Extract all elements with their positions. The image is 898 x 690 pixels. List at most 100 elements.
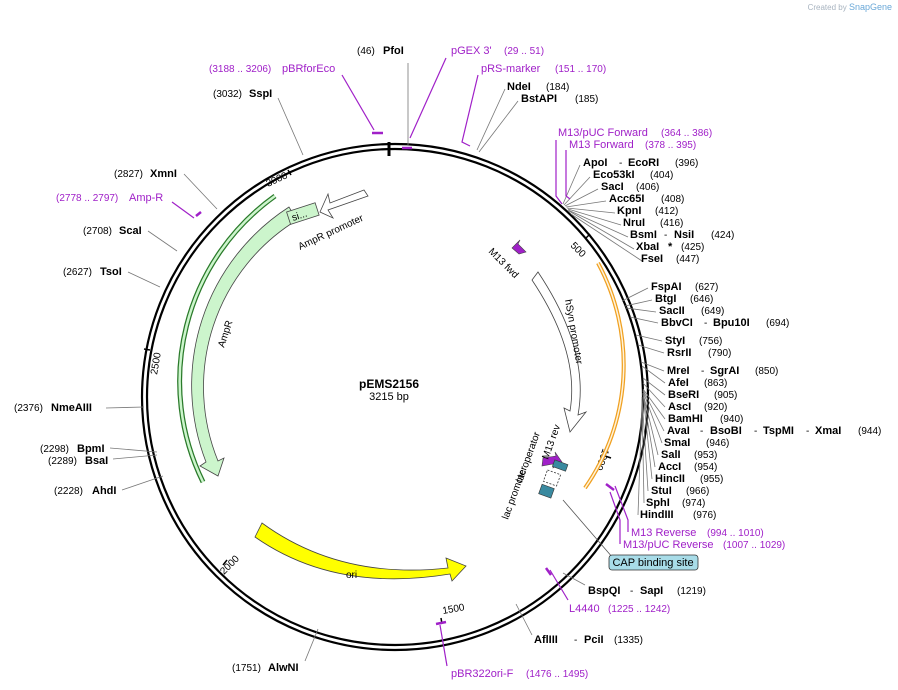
enzyme-mrei[interactable]: MreI bbox=[667, 365, 690, 377]
primer-marks bbox=[171, 57, 629, 667]
enzyme-bseri[interactable]: BseRI bbox=[668, 389, 699, 401]
enzyme-nrui-pos: (416) bbox=[660, 218, 683, 229]
enzyme-bspqi-pos: (1219) bbox=[677, 586, 706, 597]
tick-mark-1000 bbox=[604, 455, 612, 459]
enzyme-btgi[interactable]: BtgI bbox=[655, 293, 676, 305]
enzyme-asci[interactable]: AscI bbox=[668, 401, 691, 413]
enzyme-pfoi[interactable]: PfoI bbox=[383, 45, 404, 57]
enzyme-alwni[interactable]: AlwNI bbox=[268, 662, 299, 674]
tick-label-1500: 1500 bbox=[442, 602, 466, 617]
primer-l4440[interactable]: L4440 bbox=[569, 603, 600, 615]
enzyme-kpni[interactable]: KpnI bbox=[617, 205, 641, 217]
signal-sequence-box[interactable] bbox=[286, 202, 320, 225]
enzyme-sspi[interactable]: SspI bbox=[249, 88, 272, 100]
enzyme-avai-pos: (944) bbox=[858, 426, 881, 437]
primer-pbr322ori-pos: (1476 .. 1495) bbox=[526, 669, 588, 680]
enzyme-saci[interactable]: SacI bbox=[601, 181, 624, 193]
lac-promoter-dashed-box[interactable] bbox=[542, 469, 562, 487]
enzyme-bsobi[interactable]: BsoBI bbox=[710, 425, 742, 437]
primer-m13puc-rev[interactable]: M13/pUC Reverse bbox=[623, 539, 713, 551]
enzyme-bspqi[interactable]: BspQI bbox=[588, 585, 620, 597]
enzyme-hincii[interactable]: HincII bbox=[655, 473, 685, 485]
enzyme-scai[interactable]: ScaI bbox=[119, 225, 142, 237]
enzyme-bsmi[interactable]: BsmI bbox=[630, 229, 657, 241]
leader-bstapi bbox=[478, 100, 519, 153]
enzyme-bsai-pos: (2289) bbox=[48, 456, 77, 467]
enzyme-smai[interactable]: SmaI bbox=[664, 437, 690, 449]
leader-tsoi bbox=[127, 271, 161, 288]
hsyn-promoter-arrow[interactable] bbox=[531, 271, 588, 433]
enzyme-bpu10i[interactable]: Bpu10I bbox=[713, 317, 750, 329]
leader-hindiii bbox=[637, 399, 643, 516]
enzyme-afliii[interactable]: AflIII bbox=[534, 634, 558, 646]
enzyme-bpmi[interactable]: BpmI bbox=[77, 443, 105, 455]
enzyme-bamhi-pos: (940) bbox=[720, 414, 743, 425]
enzyme-pcii[interactable]: PciI bbox=[584, 634, 604, 646]
enzyme-afei[interactable]: AfeI bbox=[668, 377, 689, 389]
enzyme-bstapi[interactable]: BstAPI bbox=[521, 93, 557, 105]
enzyme-alwni-pos: (1751) bbox=[232, 663, 261, 674]
enzyme-nrui[interactable]: NruI bbox=[623, 217, 645, 229]
enzyme-hindiii[interactable]: HindIII bbox=[640, 509, 674, 521]
enzyme-xbai[interactable]: XbaI bbox=[636, 241, 659, 253]
enzyme-bbvci[interactable]: BbvCI bbox=[661, 317, 693, 329]
primer-m13-fwd-leader bbox=[565, 150, 571, 200]
primer-m13puc-fwd[interactable]: M13/pUC Forward bbox=[558, 127, 648, 139]
primer-pbrforeco[interactable]: pBRforEco bbox=[282, 63, 335, 75]
enzyme-ecori[interactable]: EcoRI bbox=[628, 157, 659, 169]
primer-amp-r[interactable]: Amp-R bbox=[129, 192, 163, 204]
primer-prsmarker-leader bbox=[461, 74, 479, 147]
enzyme-nsii[interactable]: NsiI bbox=[674, 229, 694, 241]
ampr-arrow[interactable] bbox=[191, 206, 298, 477]
enzyme-mrei-sep: - bbox=[701, 366, 704, 377]
enzyme-fsei[interactable]: FseI bbox=[641, 253, 663, 265]
enzyme-sgrai[interactable]: SgrAI bbox=[710, 365, 739, 377]
ampr-label: AmpR bbox=[216, 319, 235, 349]
cap-site-box[interactable] bbox=[538, 483, 555, 499]
primer-m13-rev[interactable]: M13 Reverse bbox=[631, 527, 696, 539]
leader-bpmi bbox=[109, 447, 158, 453]
lac-operator-box[interactable] bbox=[552, 459, 569, 472]
enzyme-acc65i[interactable]: Acc65I bbox=[609, 193, 644, 205]
m13-fwd-label: M13 fwd bbox=[486, 246, 521, 281]
enzyme-sphi[interactable]: SphI bbox=[646, 497, 670, 509]
primer-pbr322ori[interactable]: pBR322ori-F bbox=[451, 668, 514, 680]
enzyme-avai[interactable]: AvaI bbox=[667, 425, 690, 437]
enzyme-tspmi[interactable]: TspMI bbox=[763, 425, 794, 437]
primer-l4440-pos: (1225 .. 1242) bbox=[608, 604, 670, 615]
cap-binding-site-badge[interactable] bbox=[608, 554, 699, 571]
leader-mcs2 bbox=[563, 176, 591, 206]
enzyme-ahdi[interactable]: AhdI bbox=[92, 485, 116, 497]
enzyme-fspai[interactable]: FspAI bbox=[651, 281, 682, 293]
enzyme-xmai[interactable]: XmaI bbox=[815, 425, 841, 437]
enzyme-tsoi[interactable]: TsoI bbox=[100, 266, 122, 278]
primer-prsmarker[interactable]: pRS-marker bbox=[481, 63, 541, 75]
enzyme-acci[interactable]: AccI bbox=[658, 461, 681, 473]
m13-fwd-arrow[interactable] bbox=[511, 239, 527, 255]
enzyme-sali[interactable]: SalI bbox=[661, 449, 681, 461]
ampr-promoter-arrow[interactable] bbox=[319, 189, 369, 219]
enzyme-bamhi[interactable]: BamHI bbox=[668, 413, 703, 425]
leader-avai bbox=[642, 389, 665, 432]
enzyme-bsai[interactable]: BsaI bbox=[85, 455, 108, 467]
leader-mcs5 bbox=[566, 207, 616, 214]
enzyme-ndei[interactable]: NdeI bbox=[507, 81, 531, 93]
enzyme-xmni[interactable]: XmnI bbox=[150, 168, 177, 180]
plasmid-name: pEMS2156 bbox=[359, 377, 419, 391]
enzyme-sapi[interactable]: SapI bbox=[640, 585, 663, 597]
enzyme-stui[interactable]: StuI bbox=[651, 485, 672, 497]
credit-prefix: Created by bbox=[807, 3, 847, 12]
ori-arrow[interactable] bbox=[254, 522, 467, 582]
enzyme-eco53ki[interactable]: Eco53kI bbox=[593, 169, 635, 181]
enzyme-afliii-pos: (1335) bbox=[614, 635, 643, 646]
enzyme-xmni-pos: (2827) bbox=[114, 169, 143, 180]
primer-m13-fwd[interactable]: M13 Forward bbox=[569, 139, 634, 151]
enzyme-nmeaiii[interactable]: NmeAIII bbox=[51, 402, 92, 414]
primer-pgex3[interactable]: pGEX 3' bbox=[451, 45, 492, 57]
leader-alwni bbox=[304, 628, 319, 662]
enzyme-apoi[interactable]: ApoI bbox=[583, 157, 607, 169]
enzyme-rsrii[interactable]: RsrII bbox=[667, 347, 691, 359]
enzyme-sacii[interactable]: SacII bbox=[659, 305, 685, 317]
enzyme-styi[interactable]: StyI bbox=[665, 335, 685, 347]
